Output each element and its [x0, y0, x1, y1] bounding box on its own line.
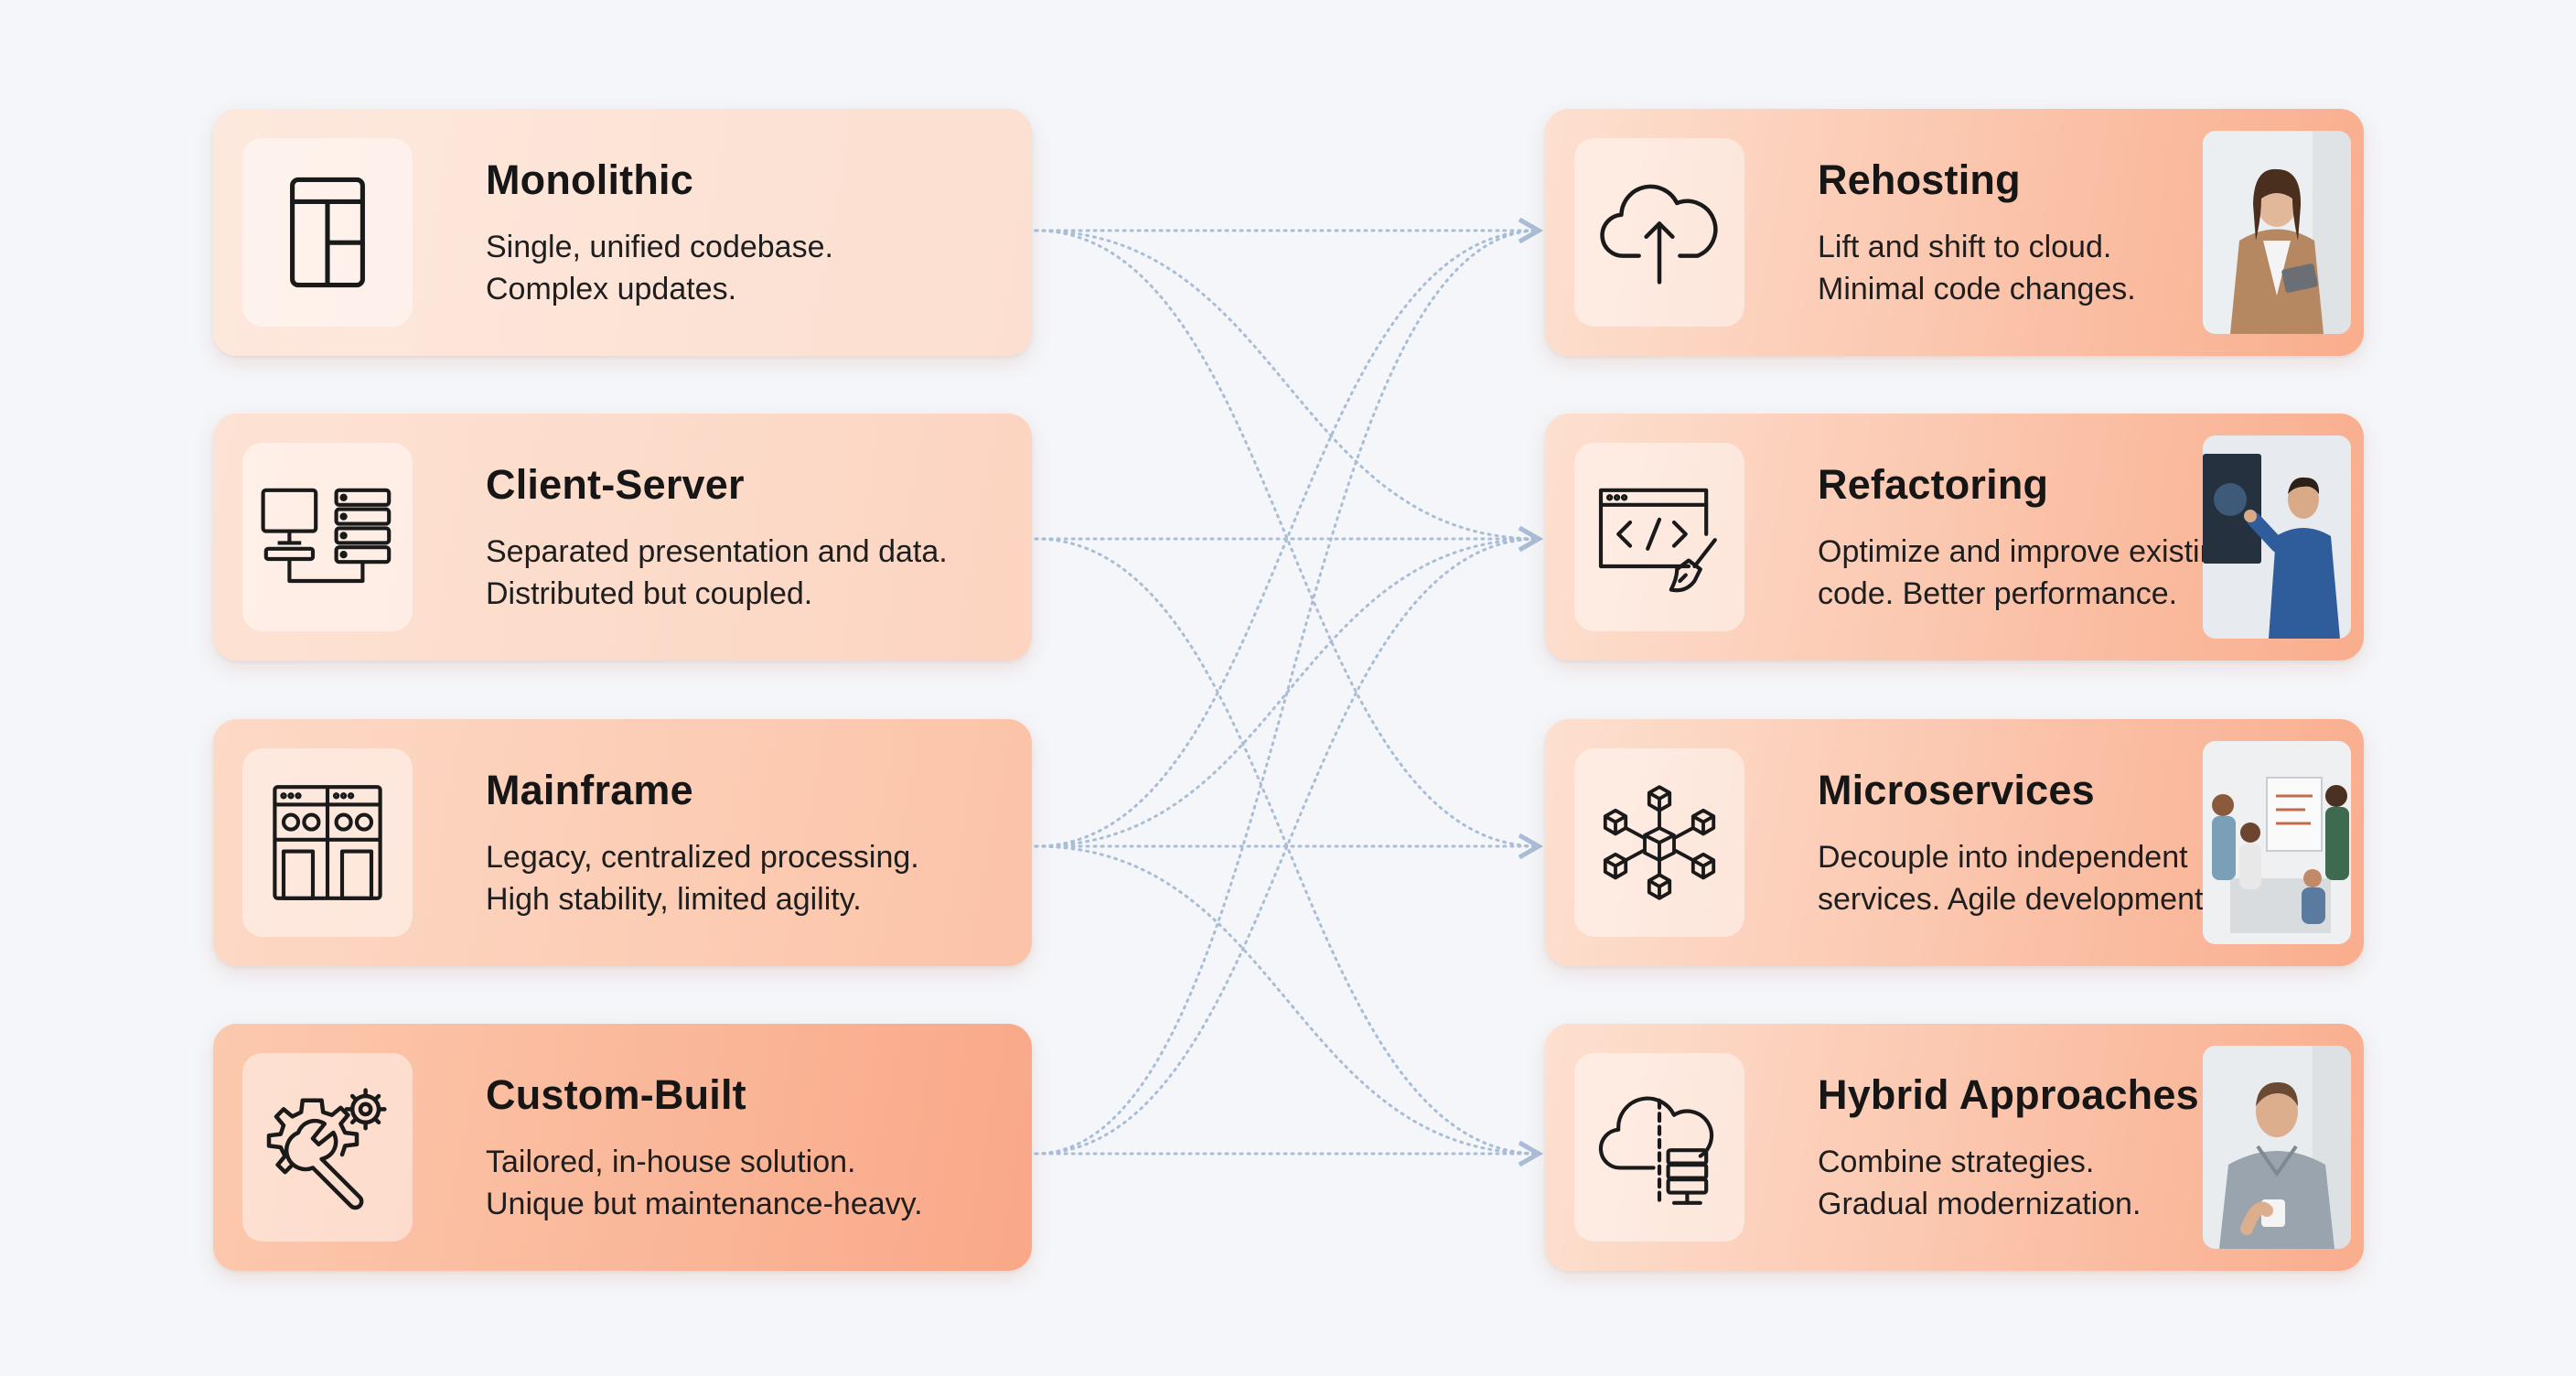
- connector-line: [1034, 217, 1543, 848]
- icon-tile: [1574, 1053, 1744, 1242]
- connector-line: [1034, 525, 1543, 848]
- man-with-mug-photo: [2203, 1046, 2351, 1249]
- card-description: Tailored, in-house solution. Unique but …: [486, 1141, 923, 1225]
- description-line: Unique but maintenance-heavy.: [486, 1187, 923, 1221]
- description-line: Legacy, centralized processing.: [486, 840, 919, 875]
- layout-icon: [290, 177, 365, 288]
- icon-tile: [1574, 443, 1744, 631]
- card-microservices: Microservices Decouple into independent …: [1545, 719, 2364, 966]
- card-title: Client-Server: [486, 461, 745, 508]
- connector-line: [1034, 229, 1543, 860]
- cloud-server-icon: [1598, 1096, 1714, 1205]
- card-description: Lift and shift to cloud. Minimal code ch…: [1818, 226, 2136, 310]
- description-line: Distributed but coupled.: [486, 576, 813, 611]
- icon-tile: [1574, 748, 1744, 937]
- card-custom-built: Custom-Built Tailored, in-house solution…: [213, 1024, 1032, 1271]
- description-line: Gradual modernization.: [1818, 1187, 2141, 1221]
- client-server-icon: [261, 488, 392, 584]
- description-line: Minimal code changes.: [1818, 272, 2136, 306]
- description-line: Separated presentation and data.: [486, 534, 948, 569]
- card-rehosting: Rehosting Lift and shift to cloud. Minim…: [1545, 109, 2364, 356]
- team-meeting-photo: [2203, 741, 2351, 944]
- connector-line: [1034, 525, 1543, 1156]
- icon-tile: [1574, 138, 1744, 327]
- card-title: Microservices: [1818, 767, 2095, 813]
- description-line: Combine strategies.: [1818, 1145, 2095, 1179]
- card-client-server: Client-Server Separated presentation and…: [213, 414, 1032, 661]
- gear-wrench-icon: [266, 1088, 387, 1210]
- card-title: Mainframe: [486, 767, 693, 813]
- icon-tile: [242, 748, 413, 937]
- code-window-brush-icon: [1598, 488, 1717, 593]
- mainframe-icon: [273, 785, 382, 900]
- connector-line: [1034, 537, 1543, 1167]
- card-mainframe: Mainframe Legacy, centralized processing…: [213, 719, 1032, 966]
- card-monolithic: Monolithic Single, unified codebase. Com…: [213, 109, 1032, 356]
- icon-tile: [242, 1053, 413, 1242]
- card-description: Legacy, centralized processing. High sta…: [486, 836, 919, 920]
- card-title: Hybrid Approaches: [1818, 1071, 2199, 1118]
- connector-line: [1034, 229, 1543, 553]
- cubes-network-icon: [1603, 785, 1716, 900]
- card-title: Rehosting: [1818, 156, 2021, 203]
- card-title: Refactoring: [1818, 461, 2049, 508]
- description-line: Lift and shift to cloud.: [1818, 230, 2112, 264]
- card-description: Separated presentation and data. Distrib…: [486, 531, 948, 615]
- card-description: Decouple into independent services. Agil…: [1818, 836, 2212, 920]
- cloud-upload-icon: [1600, 184, 1718, 285]
- description-line: High stability, limited agility.: [486, 882, 862, 917]
- connector-line: [1034, 844, 1543, 1167]
- card-title: Monolithic: [486, 156, 693, 203]
- icon-tile: [242, 138, 413, 327]
- description-line: services. Agile development.: [1818, 882, 2212, 917]
- description-line: Complex updates.: [486, 272, 737, 306]
- card-description: Optimize and improve existing code. Bett…: [1818, 531, 2234, 615]
- card-description: Single, unified codebase. Complex update…: [486, 226, 833, 310]
- woman-with-tablet-photo: [2203, 131, 2351, 334]
- card-description: Combine strategies. Gradual modernizatio…: [1818, 1141, 2141, 1225]
- presenter-at-screen-photo: [2203, 435, 2351, 639]
- description-line: Tailored, in-house solution.: [486, 1145, 856, 1179]
- card-refactoring: Refactoring Optimize and improve existin…: [1545, 414, 2364, 661]
- description-line: Optimize and improve existing: [1818, 534, 2235, 569]
- icon-tile: [242, 443, 413, 631]
- card-title: Custom-Built: [486, 1071, 746, 1118]
- description-line: Decouple into independent: [1818, 840, 2188, 875]
- card-hybrid-approaches: Hybrid Approaches Combine strategies. Gr…: [1545, 1024, 2364, 1271]
- connector-line: [1034, 217, 1543, 1156]
- description-line: code. Better performance.: [1818, 576, 2178, 611]
- description-line: Single, unified codebase.: [486, 230, 833, 264]
